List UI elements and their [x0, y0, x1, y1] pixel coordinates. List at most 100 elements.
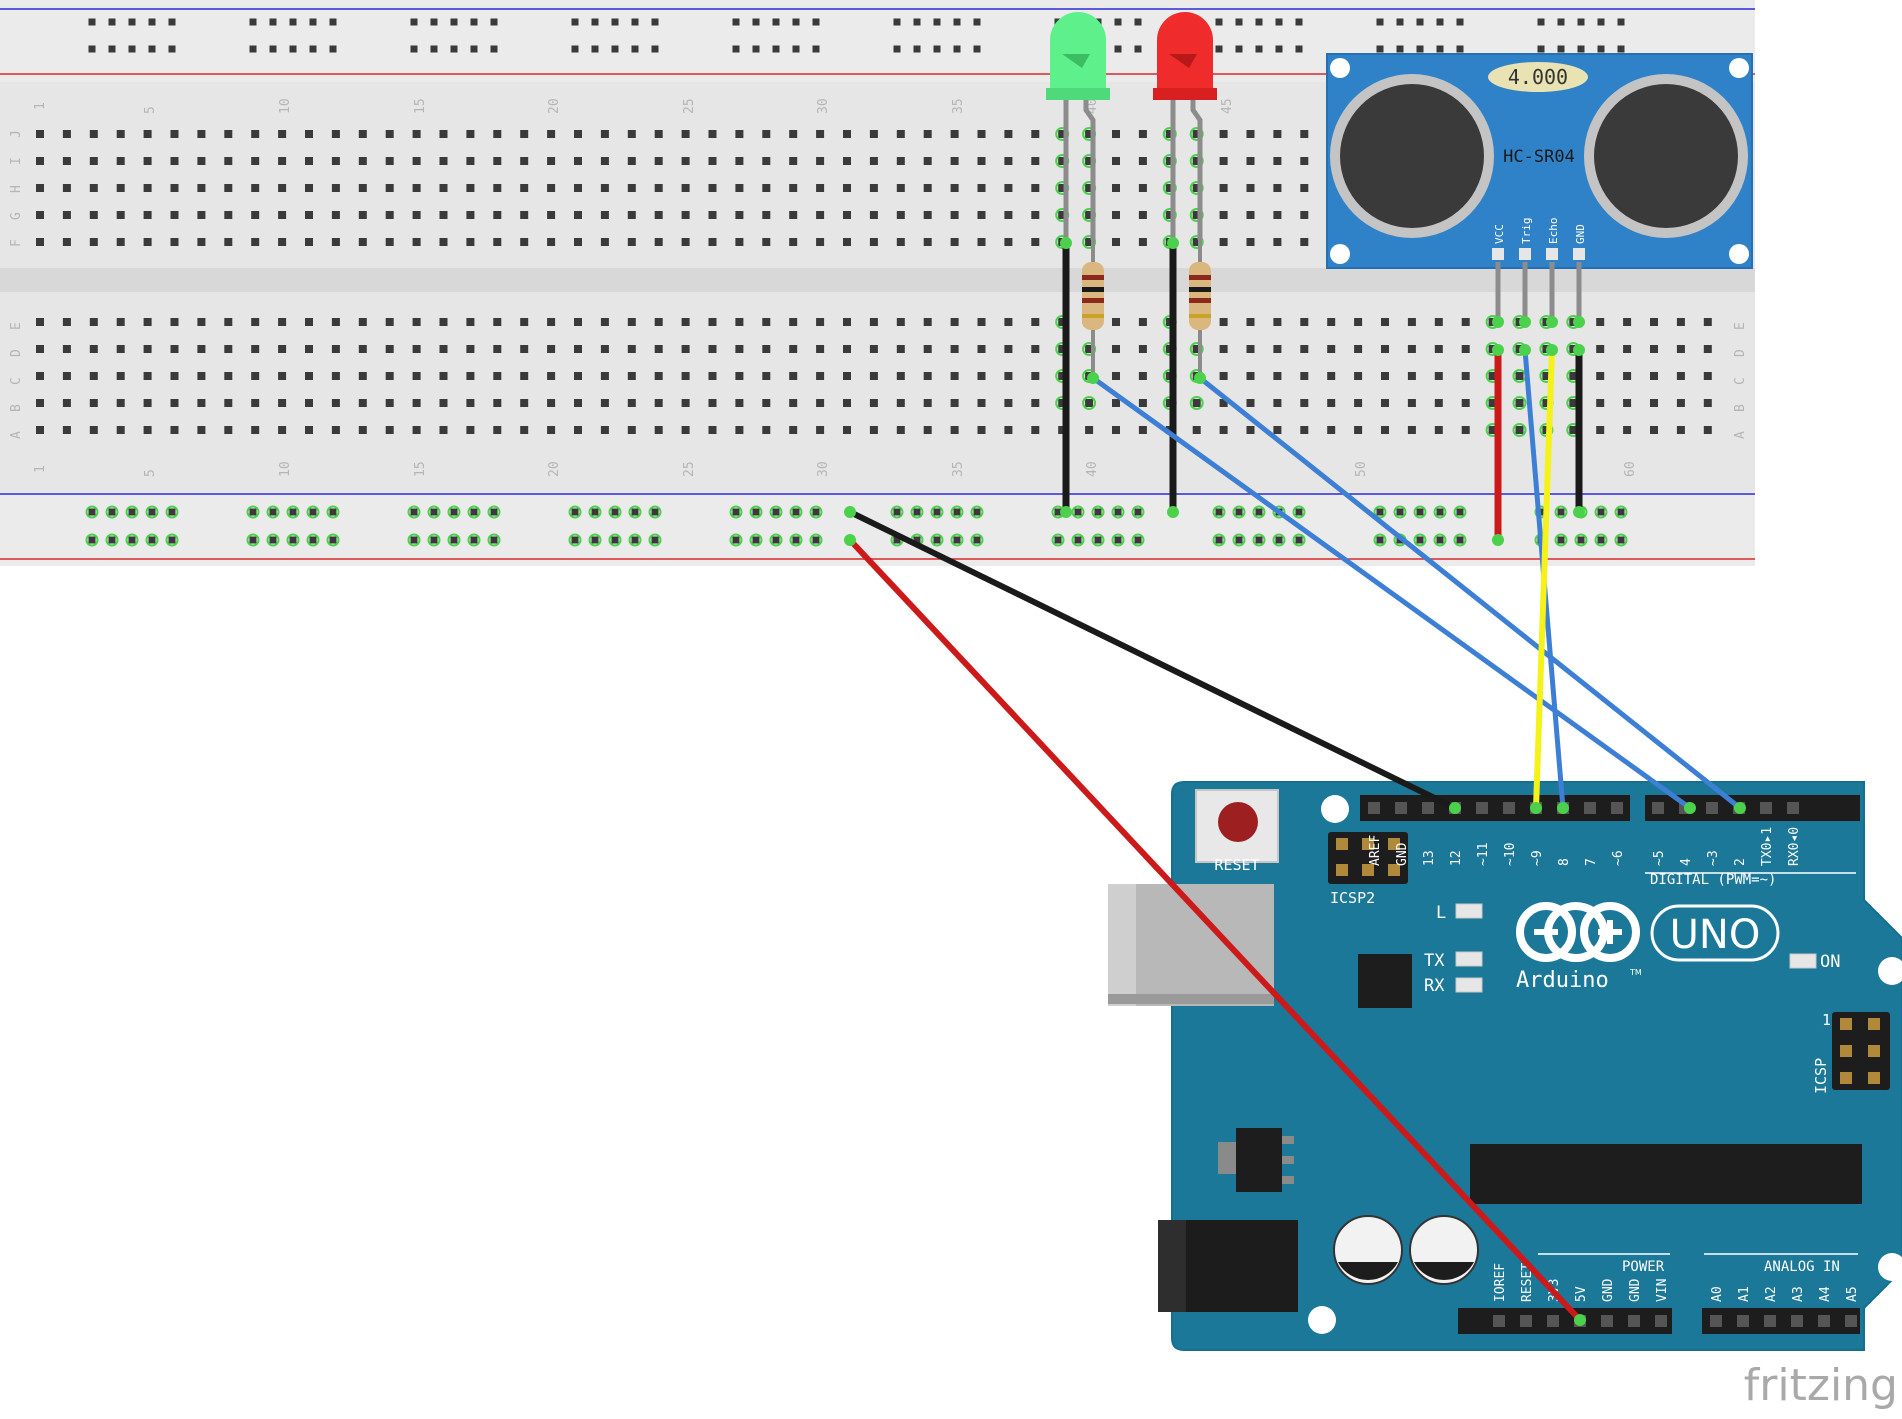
breadboard-hole[interactable]	[197, 399, 206, 407]
breadboard-hole[interactable]	[1192, 211, 1201, 219]
breadboard-hole[interactable]	[305, 318, 313, 326]
breadboard-hole[interactable]	[923, 211, 932, 219]
power-rail-hole[interactable]	[1114, 45, 1122, 53]
resistor-red[interactable]	[1189, 240, 1211, 380]
breadboard-hole[interactable]	[654, 426, 663, 434]
breadboard-hole[interactable]	[412, 184, 421, 192]
power-rail-hole[interactable]	[1597, 508, 1605, 516]
power-rail-hole[interactable]	[611, 536, 619, 544]
breadboard-hole[interactable]	[170, 130, 179, 138]
breadboard-hole[interactable]	[1219, 318, 1228, 326]
breadboard-hole[interactable]	[977, 426, 986, 434]
breadboard-hole[interactable]	[896, 130, 905, 138]
power-rail-hole[interactable]	[1557, 508, 1565, 516]
breadboard-hole[interactable]	[197, 157, 206, 165]
power-rail-hole[interactable]	[1557, 45, 1565, 53]
breadboard-hole[interactable]	[493, 345, 502, 353]
breadboard-hole[interactable]	[1058, 345, 1067, 353]
breadboard-hole[interactable]	[224, 372, 233, 380]
breadboard-hole[interactable]	[627, 426, 636, 434]
breadboard-hole[interactable]	[708, 130, 717, 138]
power-rail-hole[interactable]	[1054, 508, 1062, 516]
breadboard-hole[interactable]	[331, 345, 340, 353]
breadboard-hole[interactable]	[600, 318, 609, 326]
breadboard-hole[interactable]	[1300, 426, 1309, 434]
breadboard-hole[interactable]	[600, 238, 609, 246]
power-rail-hole[interactable]	[1295, 508, 1303, 516]
power-rail-hole[interactable]	[1255, 508, 1263, 516]
breadboard-hole[interactable]	[1327, 426, 1336, 434]
power-rail-hole[interactable]	[611, 18, 619, 26]
breadboard-hole[interactable]	[762, 399, 771, 407]
power-rail-hole[interactable]	[1134, 45, 1142, 53]
power-rail-hole[interactable]	[1134, 508, 1142, 516]
power-rail-hole[interactable]	[148, 45, 156, 53]
breadboard-hole[interactable]	[1004, 345, 1013, 353]
breadboard-hole[interactable]	[1138, 426, 1147, 434]
breadboard-hole[interactable]	[1192, 426, 1201, 434]
power-rail-hole[interactable]	[591, 45, 599, 53]
breadboard-hole[interactable]	[439, 399, 448, 407]
breadboard-hole[interactable]	[1327, 345, 1336, 353]
breadboard-hole[interactable]	[600, 157, 609, 165]
power-rail-hole[interactable]	[1537, 45, 1545, 53]
breadboard-hole[interactable]	[681, 426, 690, 434]
breadboard-hole[interactable]	[654, 372, 663, 380]
power-rail-hole[interactable]	[168, 508, 176, 516]
breadboard-hole[interactable]	[89, 184, 98, 192]
power-rail-hole[interactable]	[752, 508, 760, 516]
breadboard-hole[interactable]	[224, 211, 233, 219]
power-rail-hole[interactable]	[1557, 18, 1565, 26]
breadboard-hole[interactable]	[197, 345, 206, 353]
breadboard-hole[interactable]	[977, 238, 986, 246]
breadboard-hole[interactable]	[681, 211, 690, 219]
breadboard-hole[interactable]	[735, 372, 744, 380]
breadboard-hole[interactable]	[170, 399, 179, 407]
power-rail-hole[interactable]	[1114, 536, 1122, 544]
breadboard-hole[interactable]	[1246, 130, 1255, 138]
breadboard-hole[interactable]	[1031, 184, 1040, 192]
breadboard-hole[interactable]	[493, 157, 502, 165]
breadboard-hole[interactable]	[574, 130, 582, 138]
breadboard-hole[interactable]	[466, 345, 475, 353]
breadboard-hole[interactable]	[923, 184, 932, 192]
breadboard-hole[interactable]	[466, 318, 475, 326]
breadboard-hole[interactable]	[358, 238, 367, 246]
breadboard-hole[interactable]	[358, 211, 367, 219]
breadboard-hole[interactable]	[843, 345, 851, 353]
breadboard-hole[interactable]	[1138, 372, 1147, 380]
breadboard-hole[interactable]	[1138, 157, 1147, 165]
power-rail-hole[interactable]	[591, 18, 599, 26]
breadboard-hole[interactable]	[977, 372, 986, 380]
power-rail-hole[interactable]	[772, 508, 780, 516]
breadboard-hole[interactable]	[143, 238, 152, 246]
breadboard-hole[interactable]	[896, 372, 905, 380]
power-rail-hole[interactable]	[470, 18, 478, 26]
breadboard-hole[interactable]	[331, 184, 340, 192]
power-rail-hole[interactable]	[812, 45, 820, 53]
breadboard-hole[interactable]	[977, 399, 986, 407]
power-rail-hole[interactable]	[249, 18, 257, 26]
breadboard-hole[interactable]	[1273, 426, 1282, 434]
power-rail-hole[interactable]	[812, 536, 820, 544]
analog-pin[interactable]	[1737, 1315, 1749, 1327]
breadboard-hole[interactable]	[251, 238, 260, 246]
power-rail-hole[interactable]	[1376, 508, 1384, 516]
breadboard-hole[interactable]	[251, 426, 260, 434]
breadboard-hole[interactable]	[251, 130, 260, 138]
breadboard-hole[interactable]	[170, 426, 179, 434]
breadboard-hole[interactable]	[224, 426, 233, 434]
breadboard-hole[interactable]	[1246, 345, 1255, 353]
breadboard-hole[interactable]	[1650, 318, 1658, 326]
power-rail-hole[interactable]	[571, 536, 579, 544]
wire-red-led-pin4[interactable]	[1197, 375, 1743, 811]
power-rail-hole[interactable]	[1134, 18, 1142, 26]
breadboard-hole[interactable]	[1138, 345, 1147, 353]
breadboard-hole[interactable]	[654, 238, 663, 246]
power-rail-hole[interactable]	[1597, 536, 1605, 544]
breadboard-hole[interactable]	[923, 345, 932, 353]
power-rail-hole[interactable]	[1436, 45, 1444, 53]
breadboard-hole[interactable]	[385, 211, 394, 219]
breadboard-hole[interactable]	[1085, 130, 1094, 138]
power-rail-hole[interactable]	[752, 18, 760, 26]
